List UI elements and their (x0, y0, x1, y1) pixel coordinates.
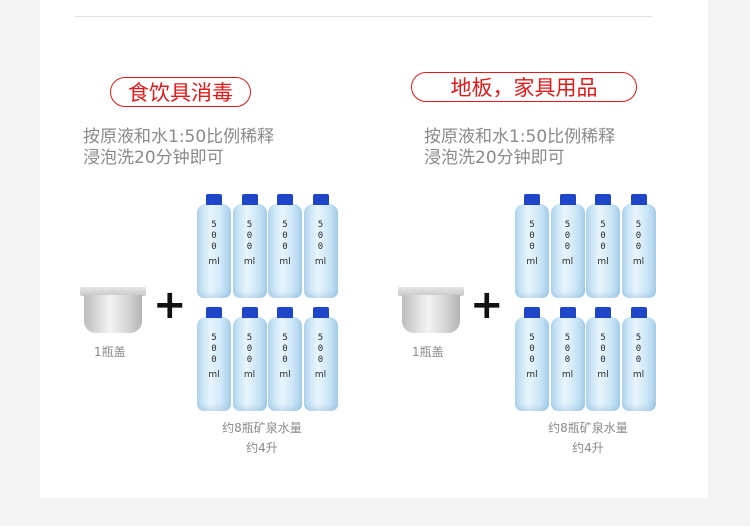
instruction-line-2: 浸泡洗20分钟即可 (424, 148, 565, 168)
bottle-volume-unit: ml (561, 257, 574, 267)
bottle-cap (312, 194, 329, 205)
bottle-volume-unit: ml (597, 370, 609, 380)
bottle-volume-unit: ml (597, 257, 609, 267)
instruction-line-1: 按原液和水1:50比例稀释 (83, 127, 275, 147)
bottle-volume-unit: ml (526, 370, 538, 380)
bottle-cap (277, 194, 293, 205)
bottle-cap (559, 307, 576, 318)
bottle-cap (277, 307, 293, 318)
bottle-volume-unit: ml (279, 370, 291, 380)
bottle-volume-unit: ml (632, 370, 645, 380)
instruction-line-2: 浸泡洗20分钟即可 (83, 148, 224, 168)
bottle-volume-unit: ml (208, 370, 220, 380)
bottle-volume-unit: ml (243, 257, 256, 267)
bottle-cap (206, 194, 222, 205)
water-caption-2: 约4升 (246, 441, 278, 455)
bottle-cap (241, 307, 258, 318)
tag-floor-furniture: 地板，家具用品 (411, 72, 637, 102)
instruction-line-1: 按原液和水1:50比例稀释 (424, 127, 616, 147)
bottle-cap (630, 307, 647, 318)
bottle-cap (559, 194, 576, 205)
lid-caption: 1瓶盖 (412, 345, 444, 359)
bottle-volume-unit: ml (208, 257, 220, 267)
plus-sign: + (153, 282, 187, 328)
bottle-cap (524, 194, 540, 205)
bottle-volume-unit: ml (526, 257, 538, 267)
plus-sign: + (470, 282, 504, 328)
bottle-volume-unit: ml (632, 257, 645, 267)
tag-tableware-disinfection: 食饮具消毒 (110, 77, 251, 107)
bottle-volume-unit: ml (314, 257, 327, 267)
bottle-cap (524, 307, 540, 318)
bottle-cap (630, 194, 647, 205)
top-divider (75, 16, 652, 17)
water-caption-2: 约4升 (572, 441, 604, 455)
bottle-volume-unit: ml (279, 257, 291, 267)
water-caption-1: 约8瓶矿泉水量 (222, 421, 302, 435)
bottle-volume-unit: ml (243, 370, 256, 380)
bottle-cap (206, 307, 222, 318)
bottle-cap (241, 194, 258, 205)
bottle-cap (595, 194, 611, 205)
water-caption-1: 约8瓶矿泉水量 (548, 421, 628, 435)
lid-caption: 1瓶盖 (94, 345, 126, 359)
bottle-cap (595, 307, 611, 318)
bottle-volume-unit: ml (561, 370, 574, 380)
bottle-cap-image (80, 287, 146, 335)
bottle-volume-unit: ml (314, 370, 327, 380)
bottle-cap-image (398, 287, 464, 335)
bottle-cap (312, 307, 329, 318)
